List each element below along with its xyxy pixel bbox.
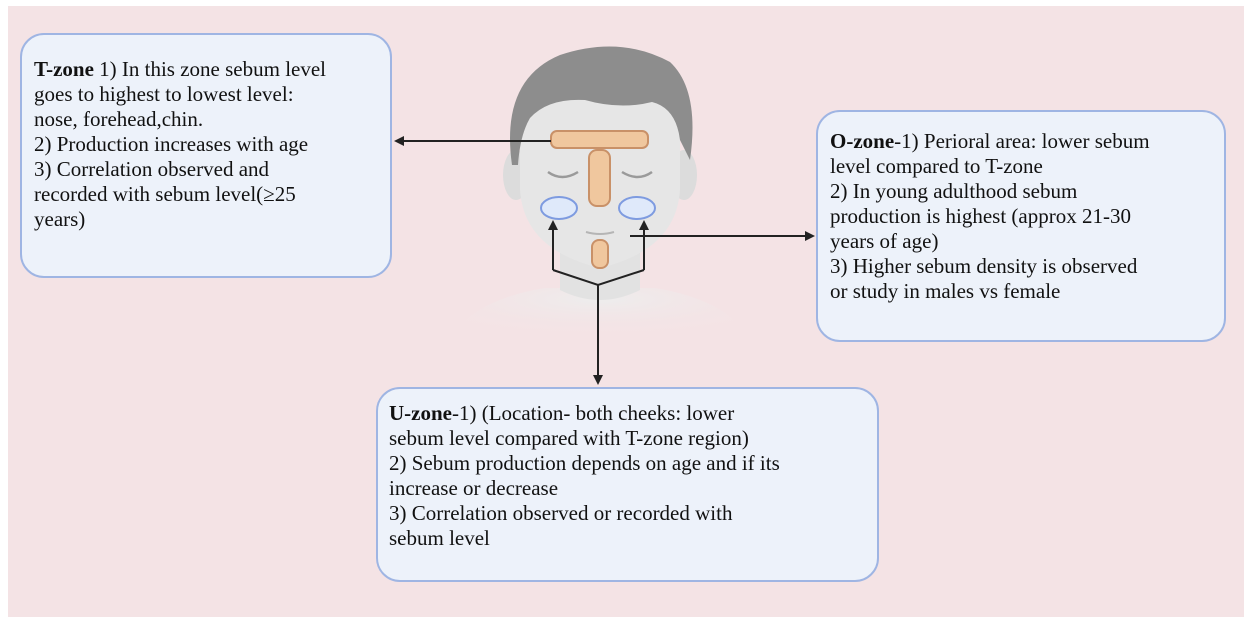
t-zone-line-5: 3) Correlation observed and <box>34 157 390 182</box>
t-zone-line-6: recorded with sebum level(≥25 <box>34 182 390 207</box>
u-zone-line-4: increase or decrease <box>389 476 877 501</box>
u-zone-info-box: U-zone-1) (Location- both cheeks: lower … <box>376 387 879 582</box>
t-zone-line-2: goes to highest to lowest level: <box>34 82 390 107</box>
o-zone-title: O-zone <box>830 129 894 153</box>
u-zone-line-5: 3) Correlation observed or recorded with <box>389 501 877 526</box>
o-zone-line-4: production is highest (approx 21-30 <box>830 204 1224 229</box>
u-zone-line-6: sebum level <box>389 526 877 551</box>
t-zone-line-4: 2) Production increases with age <box>34 132 390 157</box>
t-zone-line-1: T-zone 1) In this zone sebum level <box>34 57 390 82</box>
t-zone-forehead-marker <box>551 131 648 148</box>
o-zone-line-1: O-zone-1) Perioral area: lower sebum <box>830 129 1224 154</box>
u-zone-left-cheek-marker <box>541 197 577 219</box>
u-zone-line-3: 2) Sebum production depends on age and i… <box>389 451 877 476</box>
o-zone-line-3: 2) In young adulthood sebum <box>830 179 1224 204</box>
o-zone-line-7: or study in males vs female <box>830 279 1224 304</box>
t-zone-nose-marker <box>589 150 610 206</box>
o-zone-line-2: level compared to T-zone <box>830 154 1224 179</box>
u-zone-line-2: sebum level compared with T-zone region) <box>389 426 877 451</box>
u-zone-line-1: U-zone-1) (Location- both cheeks: lower <box>389 401 877 426</box>
u-zone-right-cheek-marker <box>619 197 655 219</box>
o-zone-info-box: O-zone-1) Perioral area: lower sebum lev… <box>816 110 1226 342</box>
t-zone-info-box: T-zone 1) In this zone sebum level goes … <box>20 33 392 278</box>
t-zone-chin-marker <box>592 240 608 268</box>
o-zone-line-6: 3) Higher sebum density is observed <box>830 254 1224 279</box>
u-zone-title: U-zone <box>389 401 452 425</box>
o-zone-line-5: years of age) <box>830 229 1224 254</box>
t-zone-line-3: nose, forehead,chin. <box>34 107 390 132</box>
t-zone-line-7: years) <box>34 207 390 232</box>
t-zone-title: T-zone <box>34 57 94 81</box>
